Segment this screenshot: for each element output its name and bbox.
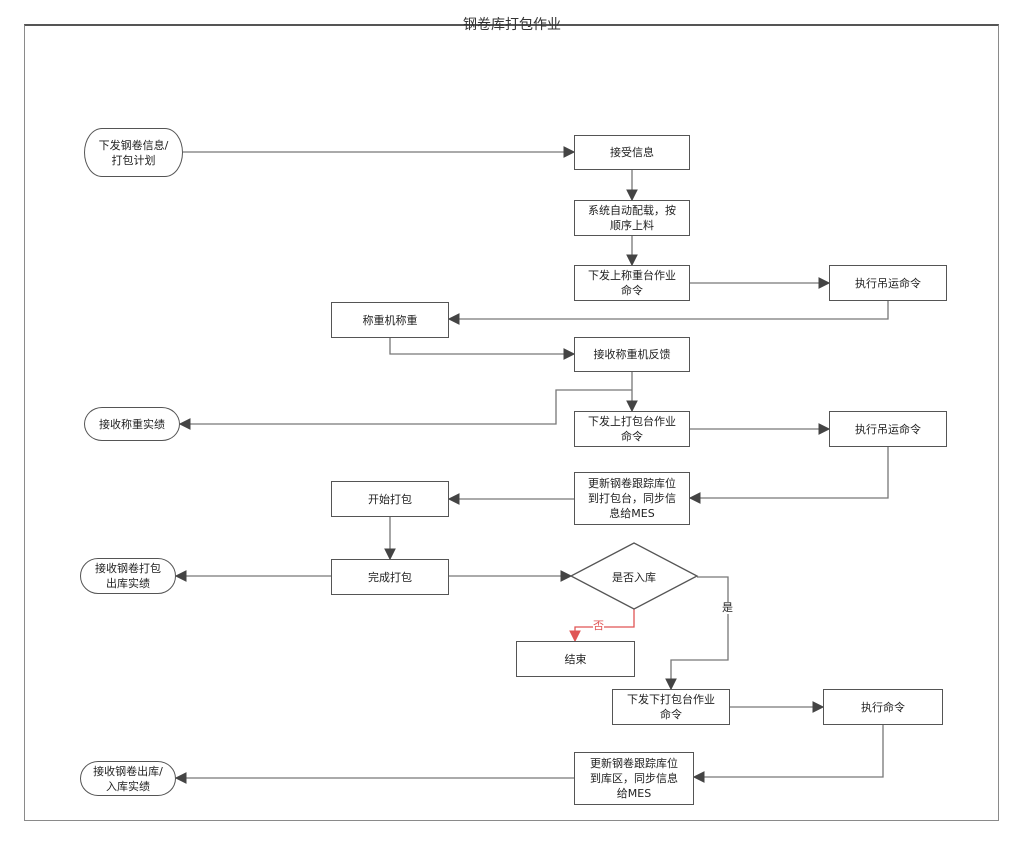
receive-weigh-result[interactable]: 接收称重实绩	[84, 407, 180, 441]
issue-pack-table-cmd[interactable]: 下发上打包台作业 命令	[574, 411, 690, 447]
no-branch-label: 否	[593, 619, 604, 632]
execute-lift-cmd-2[interactable]: 执行吊运命令	[829, 411, 947, 447]
swimlane-frame	[24, 24, 999, 821]
start-issue-coil-info[interactable]: 下发钢卷信息/ 打包计划	[84, 128, 183, 177]
edge-n6-n7	[389, 338, 576, 360]
receive-pack-out-result[interactable]: 接收钢卷打包 出库实绩	[80, 558, 176, 594]
start-packing[interactable]: 开始打包	[331, 481, 449, 517]
edge-n15-n17	[665, 576, 729, 691]
diagram-title-text: 钢卷库打包作业	[463, 17, 561, 33]
weigh-machine-weigh[interactable]: 称重机称重	[331, 302, 449, 338]
finish-packing[interactable]: 完成打包	[331, 559, 449, 595]
edge-n7-n8	[178, 389, 632, 430]
edge-n15-n16	[569, 609, 635, 643]
execute-cmd[interactable]: 执行命令	[823, 689, 943, 725]
receive-out-in-result[interactable]: 接收钢卷出库/ 入库实绩	[80, 761, 176, 796]
issue-unpack-table-cmd[interactable]: 下发下打包台作业 命令	[612, 689, 730, 725]
end[interactable]: 结束	[516, 641, 635, 677]
issue-weigh-table-cmd[interactable]: 下发上称重台作业 命令	[574, 265, 690, 301]
receive-weigh-feedback[interactable]: 接收称重机反馈	[574, 337, 690, 372]
decision-store-label[interactable]: 是否入库	[612, 571, 656, 584]
update-track-to-pack-table[interactable]: 更新钢卷跟踪库位 到打包台，同步信 息给MES	[574, 472, 690, 525]
auto-load-sequence[interactable]: 系统自动配载，按 顺序上料	[574, 200, 690, 236]
execute-lift-cmd-1[interactable]: 执行吊运命令	[829, 265, 947, 301]
edge-n5-n6	[447, 301, 889, 325]
diagram-title: 钢卷库打包作业	[0, 16, 1024, 34]
receive-info[interactable]: 接受信息	[574, 135, 690, 170]
yes-branch-label: 是	[722, 601, 733, 614]
edge-n10-n11	[688, 447, 889, 504]
update-track-to-warehouse[interactable]: 更新钢卷跟踪库位 到库区，同步信息 给MES	[574, 752, 694, 805]
decision-diamond	[569, 542, 699, 610]
edge-n18-n19	[692, 725, 884, 783]
